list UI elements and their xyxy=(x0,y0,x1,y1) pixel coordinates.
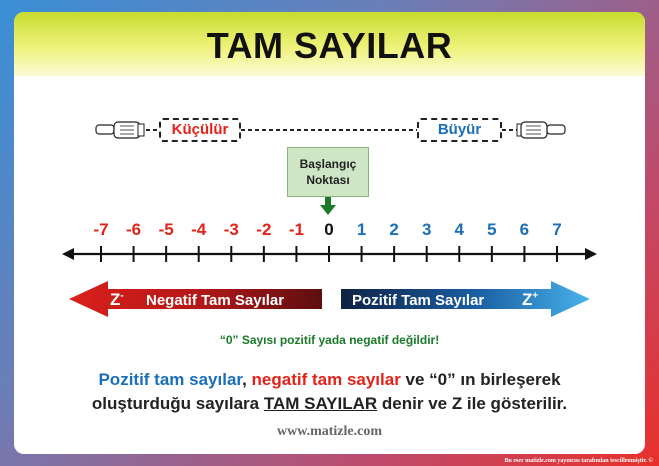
negative-text: negatif tam sayılar xyxy=(251,370,401,389)
arrow-left-icon xyxy=(62,248,74,260)
definition-end-text: denir ve Z ile gösterilir. xyxy=(377,394,568,413)
smaller-label: Küçülür xyxy=(159,118,241,142)
zero-note: “0” Sayısı pozitif yada negatif değildir… xyxy=(219,333,440,347)
tick-label: -5 xyxy=(158,220,174,239)
tick-label: -2 xyxy=(256,220,272,239)
arrow-right-icon xyxy=(585,248,597,260)
website-link[interactable]: www.matizle.com xyxy=(277,424,382,439)
tick-label: 1 xyxy=(356,220,367,239)
page-title: TAM SAYILAR xyxy=(206,25,453,66)
zero-text: ve “0” ın birleşerek xyxy=(400,370,561,389)
positive-banner-arrow xyxy=(341,281,590,317)
tick-label: 0 xyxy=(324,220,334,239)
tick-label: -1 xyxy=(288,220,304,239)
start-point-line1: Başlangıç xyxy=(299,157,357,171)
positive-z-symbol: Z+ xyxy=(522,290,539,309)
definition-text: oluşturduğu sayılara xyxy=(91,394,264,413)
number-line xyxy=(62,246,597,262)
title-bar: TAM SAYILAR xyxy=(14,12,645,76)
comma-text: , xyxy=(242,370,252,389)
tick-label: 4 xyxy=(454,220,464,239)
down-arrow-icon xyxy=(320,197,336,215)
tick-label: 6 xyxy=(519,220,530,239)
start-point-box: Başlangıç Noktası xyxy=(287,147,369,197)
negative-banner-label: Negatif Tam Sayılar xyxy=(146,292,285,309)
tick-label: 7 xyxy=(552,220,562,239)
tick-label: 3 xyxy=(421,220,432,239)
direction-indicator xyxy=(95,121,566,139)
tick-label: 2 xyxy=(389,220,399,239)
pointing-hand-left-icon xyxy=(95,121,145,139)
larger-label: Büyür xyxy=(417,118,502,142)
definition-line-2: oluşturduğu sayılara TAM SAYILAR denir v… xyxy=(14,394,645,414)
start-point-line2: Noktası xyxy=(306,173,350,187)
positive-banner-label: Pozitif Tam Sayılar xyxy=(352,292,485,309)
negative-z-symbol: Z- xyxy=(110,290,124,309)
tick-label: -4 xyxy=(191,220,207,239)
pointing-hand-right-icon xyxy=(516,121,566,139)
positive-text: Pozitif tam sayılar xyxy=(98,370,243,389)
tick-label: -7 xyxy=(93,220,109,239)
tick-label: -3 xyxy=(223,220,239,239)
tick-label: -6 xyxy=(126,220,142,239)
tick-label: 5 xyxy=(487,220,497,239)
poster-card: TAM SAYILAR Küçülür Büyür Başlangıç xyxy=(14,12,645,454)
term-text: TAM SAYILAR xyxy=(263,394,378,413)
definition-line-1: Pozitif tam sayılar, negatif tam sayılar… xyxy=(14,370,645,390)
copyright-notice: Bu eser matizle.com yayıncısı tarafından… xyxy=(504,458,653,464)
banners xyxy=(69,281,590,317)
negative-banner-arrow xyxy=(69,281,322,317)
